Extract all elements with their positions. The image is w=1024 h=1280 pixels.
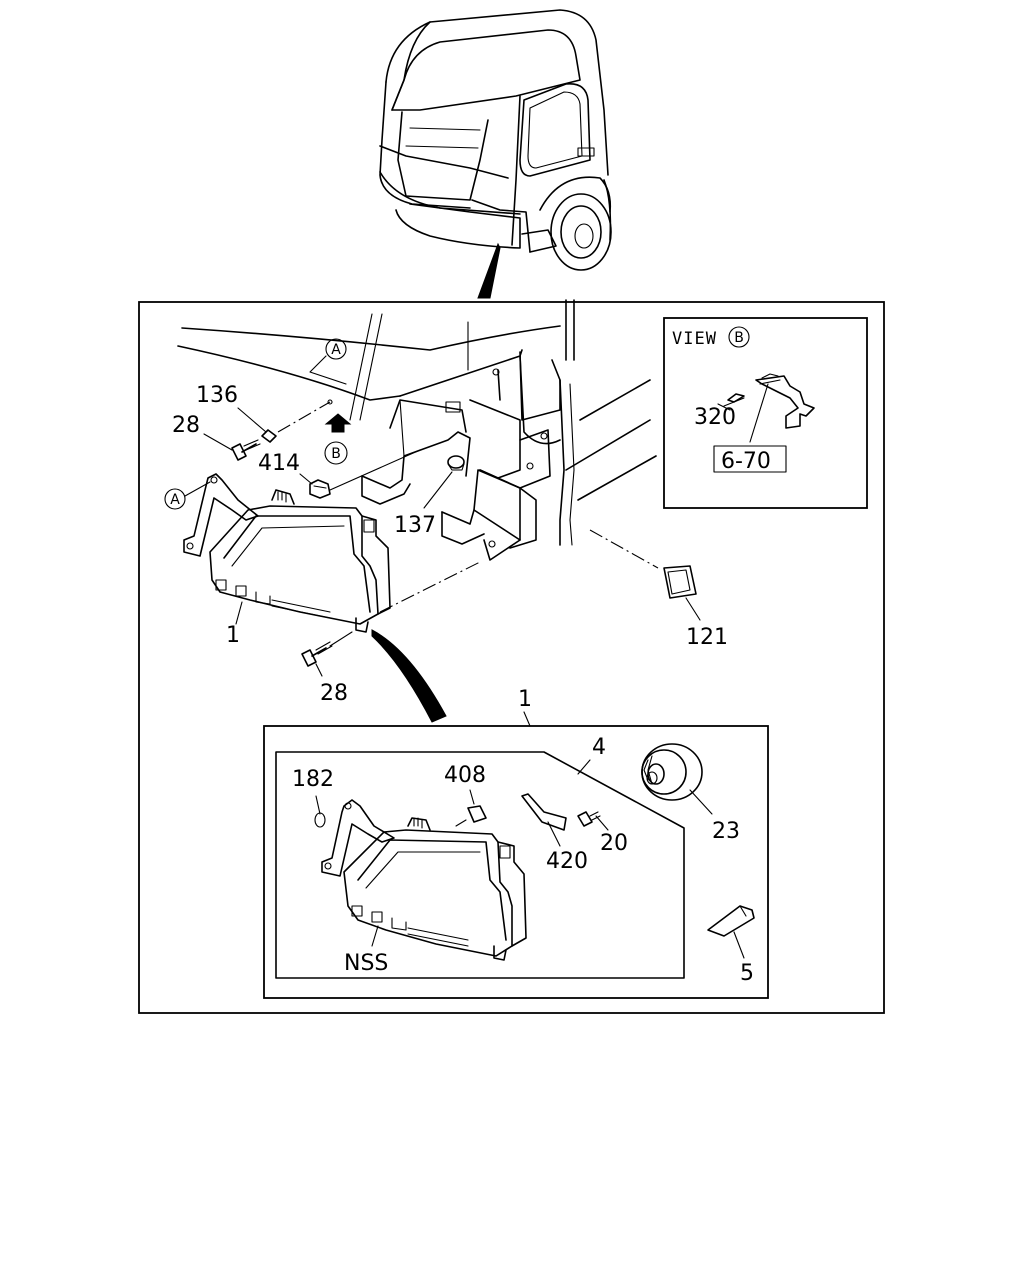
headlamp-assembly-main	[183, 473, 391, 633]
label-part-23: 23	[712, 819, 740, 844]
screw-20	[577, 811, 609, 831]
bolt-28-upper	[203, 433, 261, 461]
label-part-408: 408	[444, 763, 486, 788]
label-part-420: 420	[546, 849, 588, 874]
label-part-28-upper: 28	[172, 413, 200, 438]
label-part-20: 20	[600, 831, 628, 856]
cab-pointer-arrow	[477, 242, 501, 299]
bracket-420	[521, 793, 567, 847]
grommet-137	[423, 455, 465, 509]
view-b-title: VIEW	[672, 329, 717, 349]
label-part-136: 136	[196, 383, 238, 408]
seal-121	[663, 565, 701, 621]
view-b-inset-frame	[663, 317, 868, 509]
label-part-4: 4	[592, 735, 606, 760]
label-part-182: 182	[292, 767, 334, 792]
body-panel-outline	[177, 299, 657, 549]
marker-b-main-label: B	[331, 446, 341, 462]
washer-136	[237, 407, 277, 443]
label-part-5: 5	[740, 961, 754, 986]
mounting-bracket-lower	[441, 469, 521, 561]
marker-b-main: B	[324, 441, 348, 465]
label-part-1-detail: 1	[518, 687, 532, 712]
mount-direction-arrow	[324, 413, 352, 433]
headlamp-assembly-detail	[321, 799, 527, 961]
label-part-121: 121	[686, 625, 728, 650]
view-b-marker-label: B	[734, 330, 744, 346]
detail-frame	[263, 725, 769, 999]
bulb-5	[707, 905, 755, 959]
bulb-socket-408	[455, 805, 487, 827]
label-nss: NSS	[344, 951, 388, 976]
main-diagram-frame	[138, 301, 885, 1014]
truck-cab-illustration	[379, 9, 612, 271]
view-b-clip-detail	[717, 373, 815, 443]
label-part-320: 320	[694, 405, 736, 430]
clip-414	[299, 449, 421, 499]
oring-182	[314, 812, 326, 828]
ref-6-70-box	[713, 445, 787, 473]
label-part-414: 414	[258, 451, 300, 476]
part-4-outline	[275, 751, 685, 979]
detail-pointer-arrow	[371, 629, 447, 723]
marker-a-left-label: A	[170, 492, 180, 508]
marker-a-upper-label: A	[331, 342, 341, 358]
dust-cap-23	[641, 743, 713, 815]
label-ref-6-70: 6-70	[721, 449, 771, 474]
label-part-28-lower: 28	[320, 681, 348, 706]
marker-a-upper: A	[309, 338, 347, 385]
bolt-28-lower	[301, 631, 353, 677]
view-b-marker: B	[728, 326, 750, 348]
mounting-bracket-upper	[361, 399, 471, 505]
label-part-137: 137	[394, 513, 436, 538]
label-part-1-upper: 1	[226, 623, 240, 648]
